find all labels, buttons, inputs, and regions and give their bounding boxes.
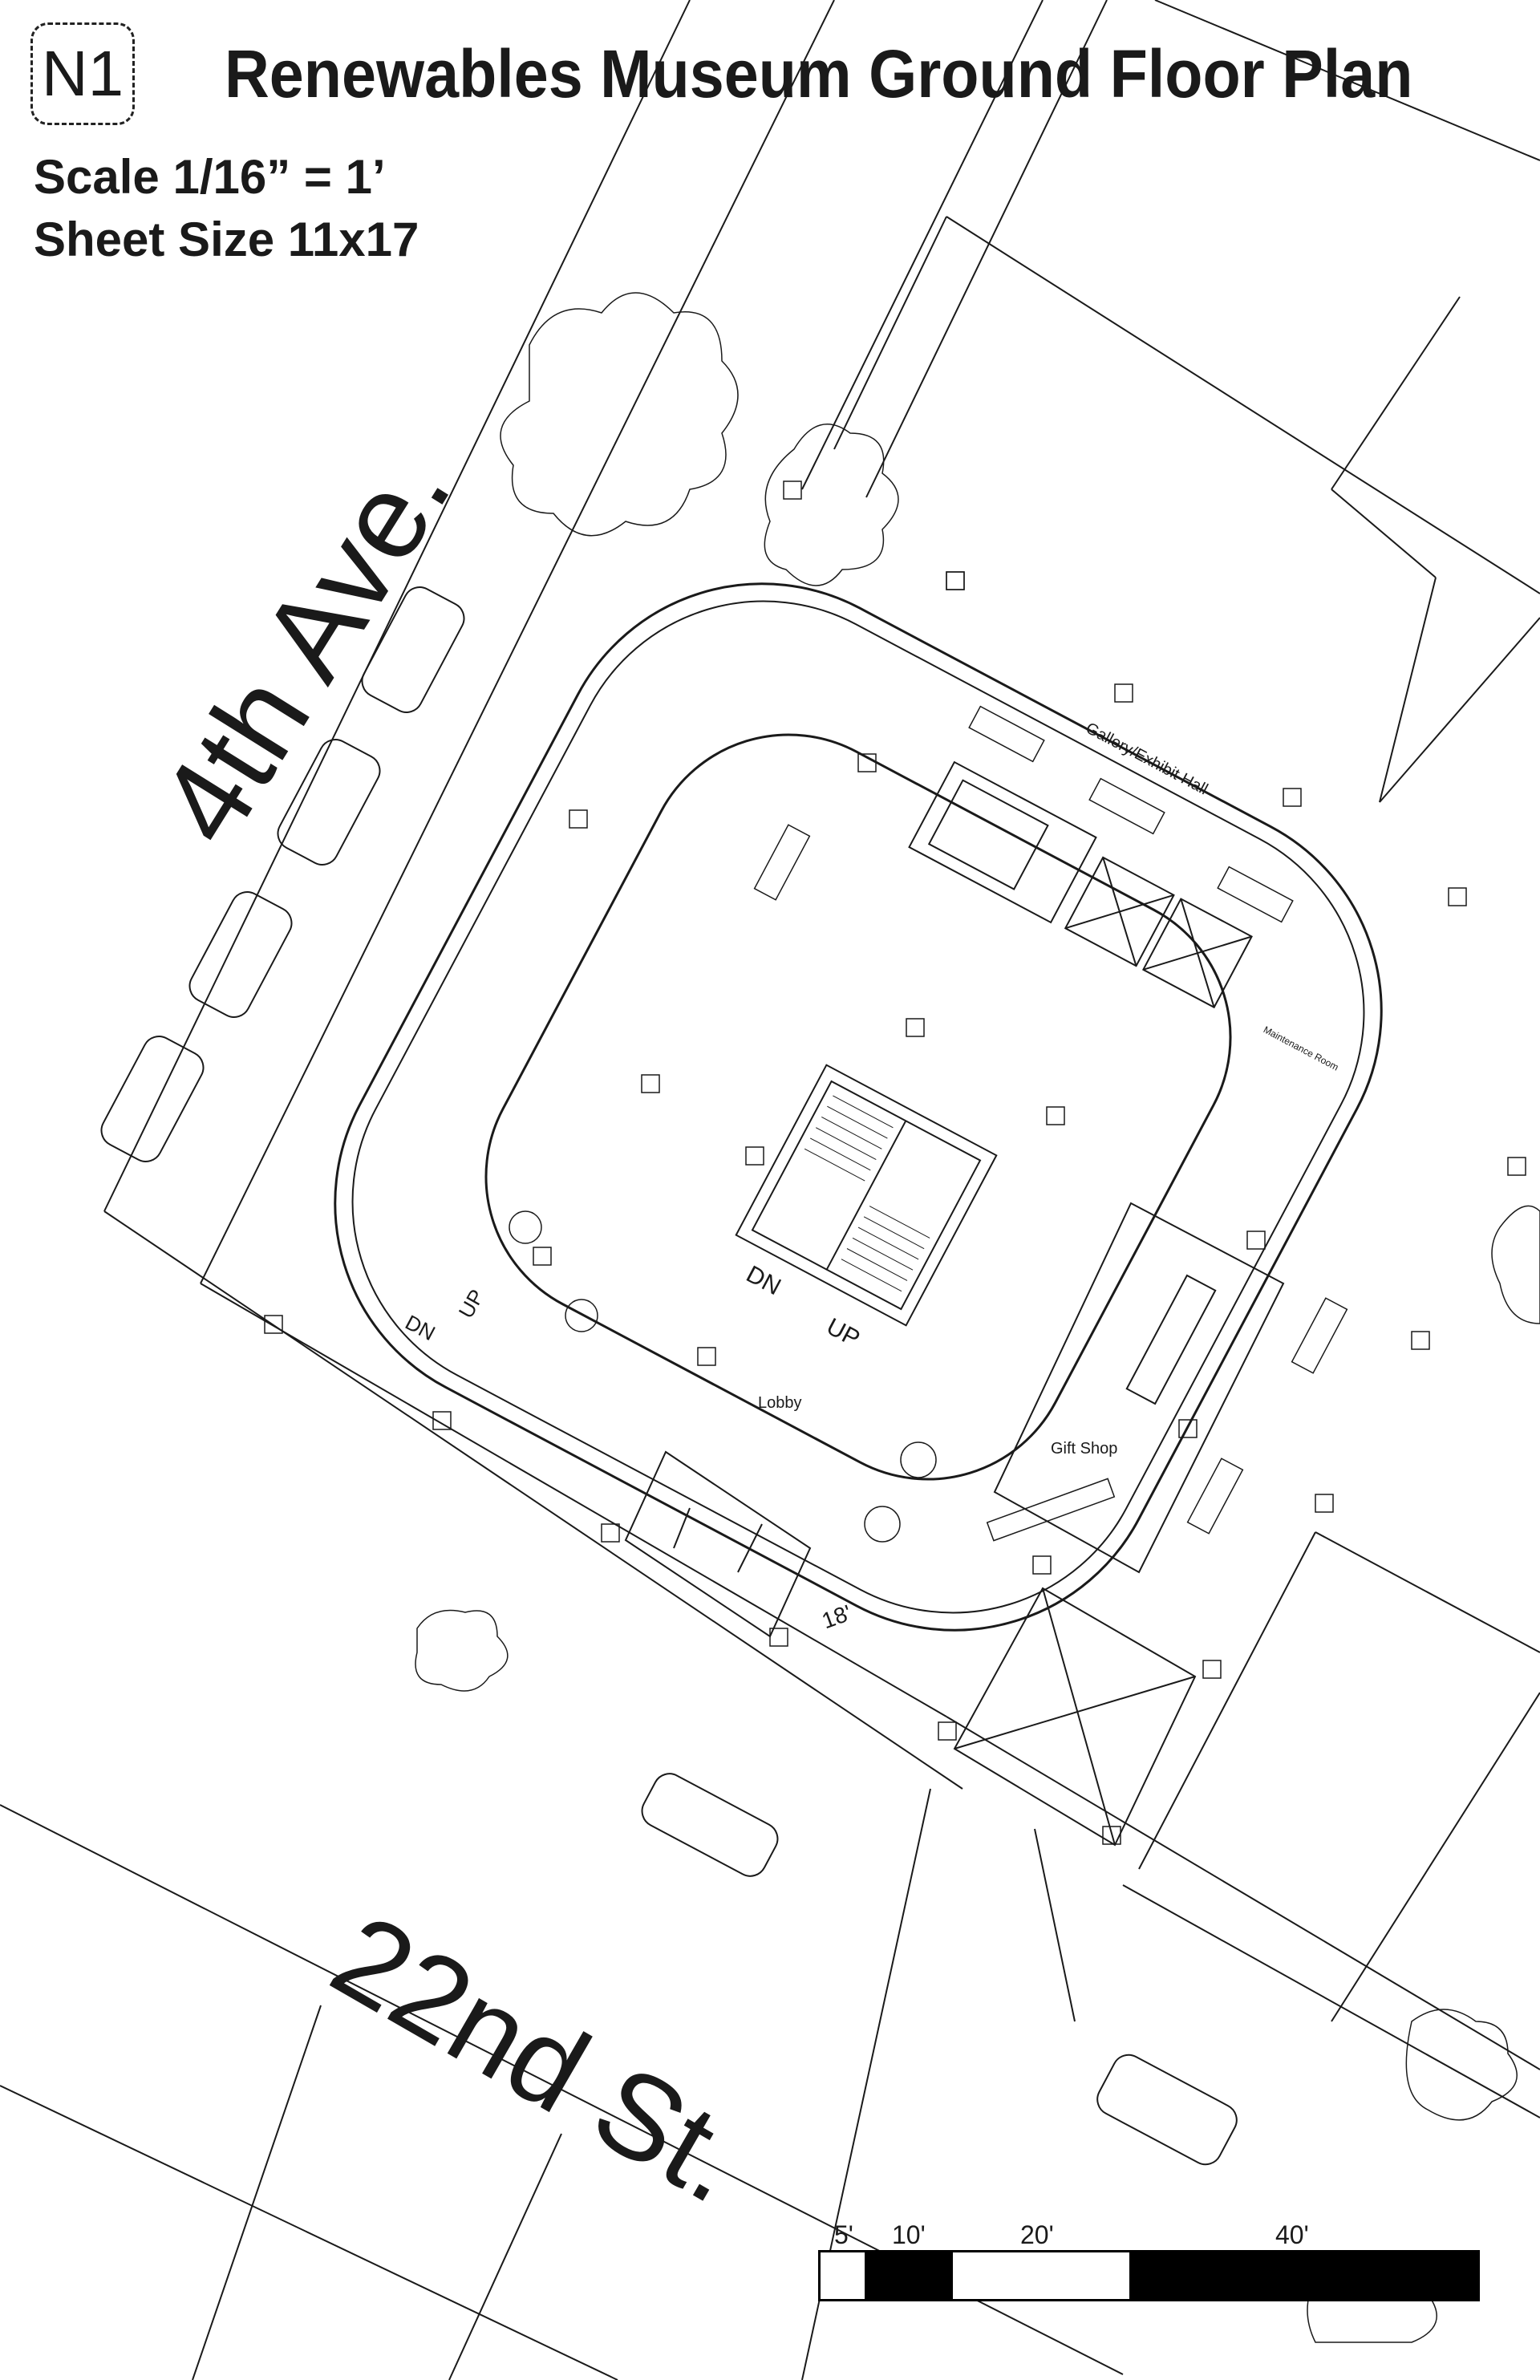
structural-columns [264,480,1526,1845]
scale-bar-label-20: 20' [1020,2220,1054,2249]
north-label: N1 [41,38,124,109]
entrance-vestibule [624,1450,812,1638]
gift-shop-label: Gift Shop [1051,1440,1118,1458]
central-stair [735,1064,998,1327]
scale-bar-seg-3 [953,2252,1129,2299]
parking-spaces-avenue [100,586,1238,2166]
lobby-label: Lobby [758,1394,802,1412]
upper-stair [908,760,1097,924]
scale-bar [818,2250,1480,2301]
scale-bar-seg-1 [821,2252,865,2299]
scale-bar-label-40: 40' [1275,2220,1309,2249]
scale-bar-seg-2 [865,2252,953,2299]
scale-bar-label-10: 10' [892,2220,926,2249]
building-outline [334,582,1383,1632]
corner-canopy [953,1587,1197,1847]
exhibit-cases [753,705,1348,1542]
elevator-shafts [1064,856,1253,1009]
tree-outlines [415,292,1540,2343]
gift-shop-walls [993,1202,1285,1574]
sheet-size-text: Sheet Size 11x17 [34,213,419,266]
north-label-box: N1 [30,22,135,125]
page-title: Renewables Museum Ground Floor Plan [225,36,1413,111]
scale-text: Scale 1/16” = 1’ [34,150,386,204]
scale-bar-label-5: 5' [834,2220,853,2249]
scale-bar-seg-4 [1129,2252,1477,2299]
lobby-tables [509,1210,937,1543]
